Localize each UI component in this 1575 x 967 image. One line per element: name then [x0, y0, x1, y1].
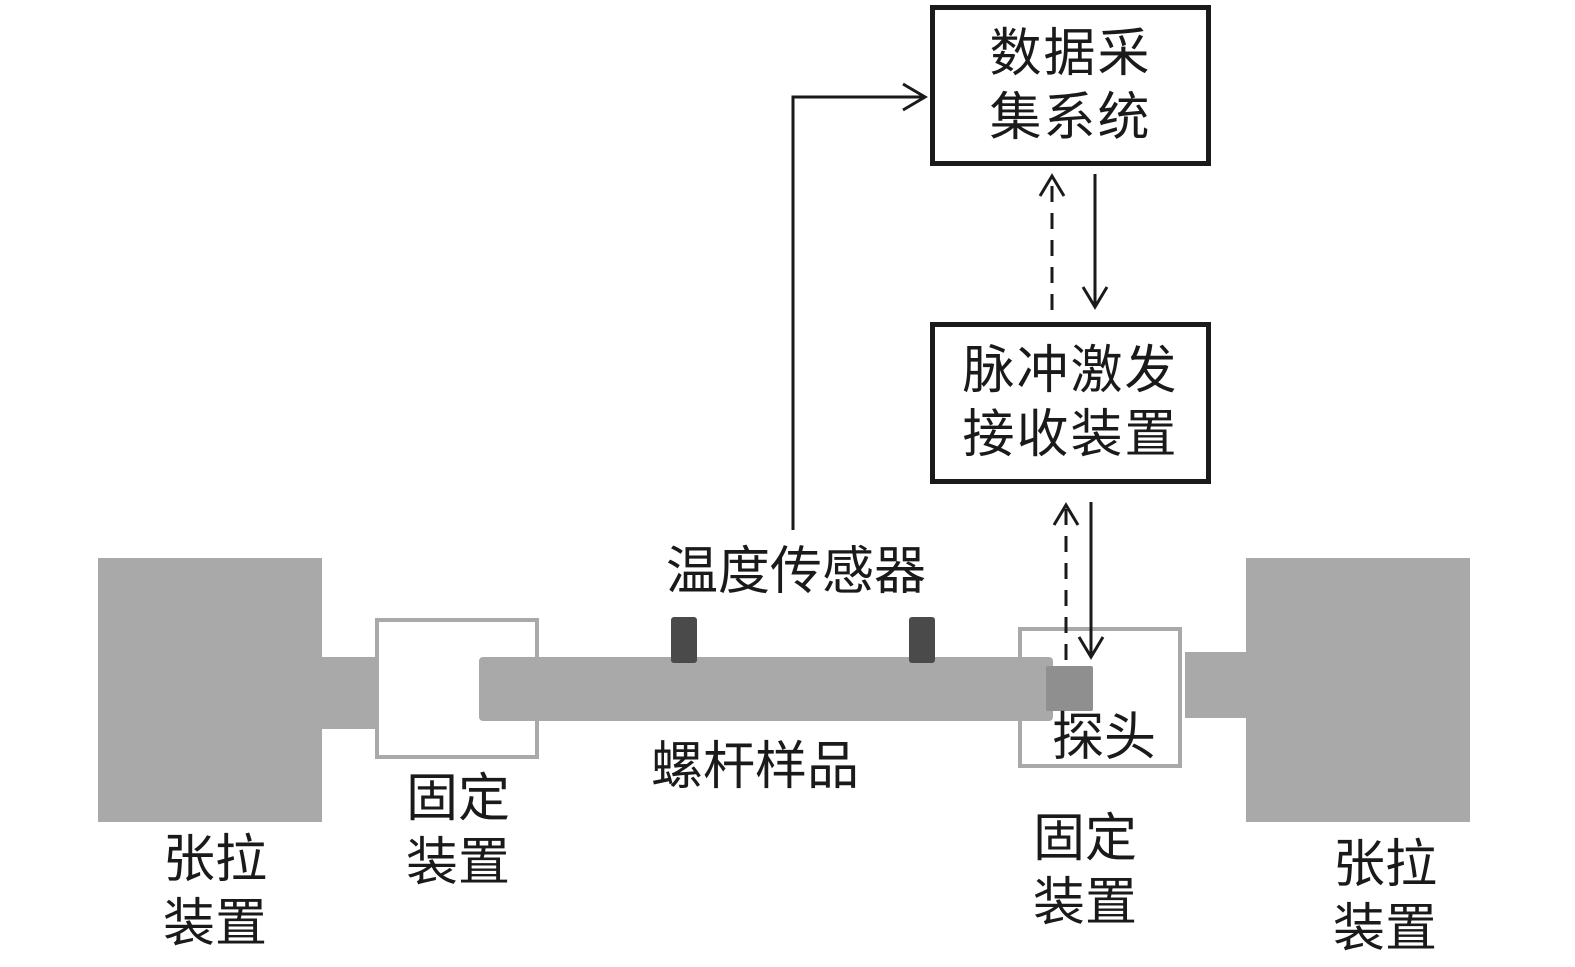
data-acquisition-line-2: 集系统 [989, 87, 1152, 148]
pulser-to-probe-arrowhead [1077, 636, 1105, 660]
temperature-sensor-right [909, 617, 935, 663]
pulser-receiver-box: 脉冲激发 接收装置 [930, 322, 1211, 484]
sensor-to-daq-arrowhead [902, 82, 928, 112]
right-fixture-line-1: 固定 [1032, 809, 1137, 869]
right-fixture-line-2: 装置 [1032, 873, 1137, 933]
left-fixture-label: 固定 装置 [403, 767, 513, 895]
left-fixture-line-2: 装置 [405, 833, 510, 893]
right-tension-line-2: 装置 [1332, 899, 1437, 959]
left-tension-line-1: 张拉 [162, 830, 267, 890]
left-tension-device [98, 558, 322, 822]
right-fixture-label: 固定 装置 [1030, 807, 1140, 935]
right-tension-line-1: 张拉 [1332, 835, 1437, 895]
left-tension-line-2: 装置 [162, 894, 267, 954]
pulser-to-daq-arrowhead [1038, 173, 1066, 197]
bolt-sample-label: 螺杆样品 [651, 737, 860, 797]
data-acquisition-system-box: 数据采 集系统 [930, 5, 1211, 166]
probe [1046, 666, 1093, 711]
daq-to-pulser-arrowhead [1081, 286, 1109, 310]
right-tension-label: 张拉 装置 [1330, 833, 1440, 961]
left-tension-rod [322, 657, 378, 729]
left-fixture-line-1: 固定 [405, 769, 510, 829]
left-tension-label: 张拉 装置 [160, 828, 270, 956]
probe-to-pulser-arrowhead [1052, 502, 1080, 526]
sensor-to-daq-line [791, 95, 925, 530]
pulser-receiver-line-2: 接收装置 [962, 405, 1179, 465]
right-tension-device [1246, 558, 1470, 822]
temperature-sensor-left [671, 617, 697, 663]
right-tension-rod [1185, 652, 1246, 718]
pulser-receiver-line-1: 脉冲激发 [962, 341, 1179, 401]
data-acquisition-line-1: 数据采 [989, 23, 1152, 84]
probe-label: 探头 [1052, 708, 1157, 768]
bolt-sample [479, 657, 1053, 721]
temperature-sensor-label: 温度传感器 [666, 542, 927, 602]
